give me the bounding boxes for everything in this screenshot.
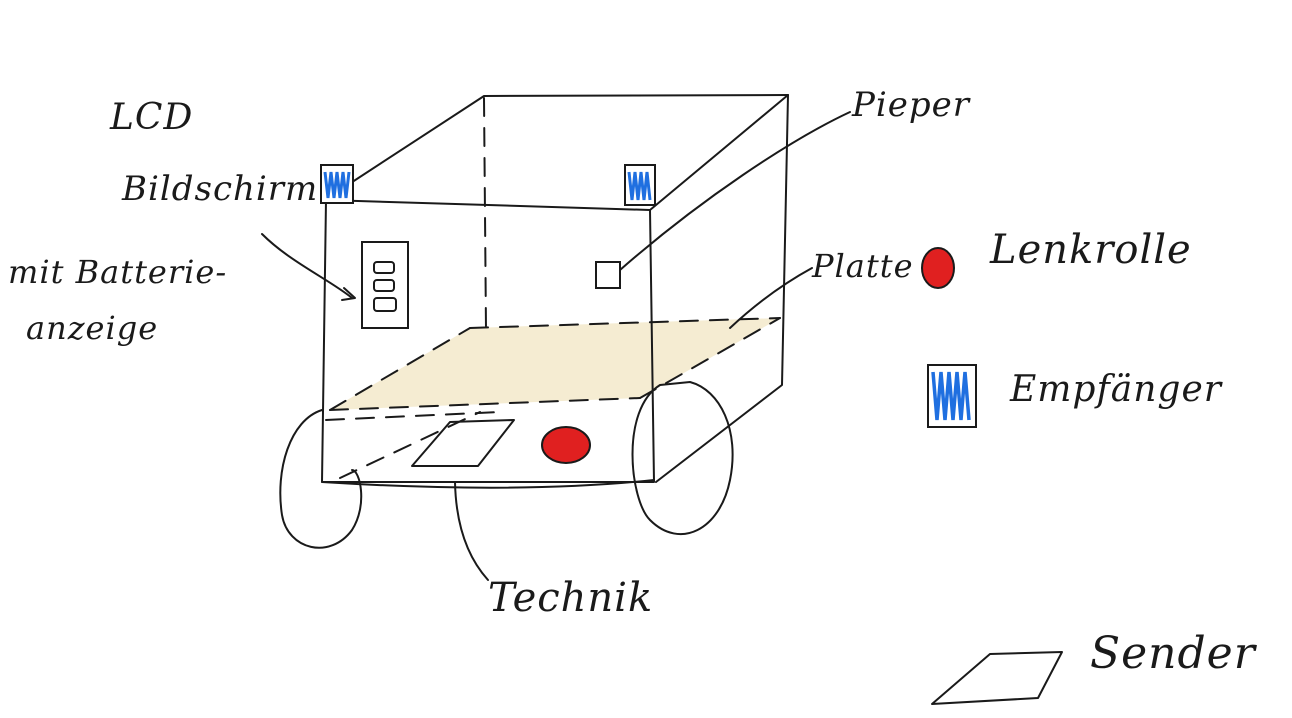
leader-platte xyxy=(729,267,813,329)
beeper xyxy=(595,261,621,289)
plate-outline xyxy=(329,317,781,411)
label-lenkrolle: Lenkrolle xyxy=(990,227,1192,273)
label-lcd: LCD xyxy=(110,97,194,138)
leader-bildschirm xyxy=(261,233,353,299)
legend-caster-icon xyxy=(921,247,955,289)
label-technik: Technik xyxy=(488,575,654,621)
receiver-left xyxy=(320,164,354,204)
label-sender: Sender xyxy=(1090,628,1256,679)
plate-fill xyxy=(330,318,780,410)
legend-sender-icon xyxy=(931,651,1063,705)
leader-bildschirm-arrow xyxy=(341,287,356,301)
label-bildschirm: Bildschirm xyxy=(122,169,319,209)
hidden-back-edge xyxy=(483,97,487,331)
left-front-wheel xyxy=(279,409,363,549)
hidden-lower-edge xyxy=(339,411,481,479)
receiver-right xyxy=(624,164,656,206)
cart-box xyxy=(321,94,789,489)
label-platte: Platte xyxy=(812,247,914,285)
technik-hatch xyxy=(411,419,515,467)
label-pieper: Pieper xyxy=(852,85,971,125)
label-batterie-line1: mit Batterie- xyxy=(8,253,228,291)
leader-pieper xyxy=(619,111,851,271)
legend-receiver-icon xyxy=(927,364,977,428)
right-front-wheel xyxy=(631,381,734,536)
lcd-screen xyxy=(361,241,409,329)
label-batterie-line2: anzeige xyxy=(26,309,159,347)
leader-technik xyxy=(454,481,489,581)
front-caster xyxy=(541,426,591,464)
label-empfaenger: Empfänger xyxy=(1010,369,1222,410)
